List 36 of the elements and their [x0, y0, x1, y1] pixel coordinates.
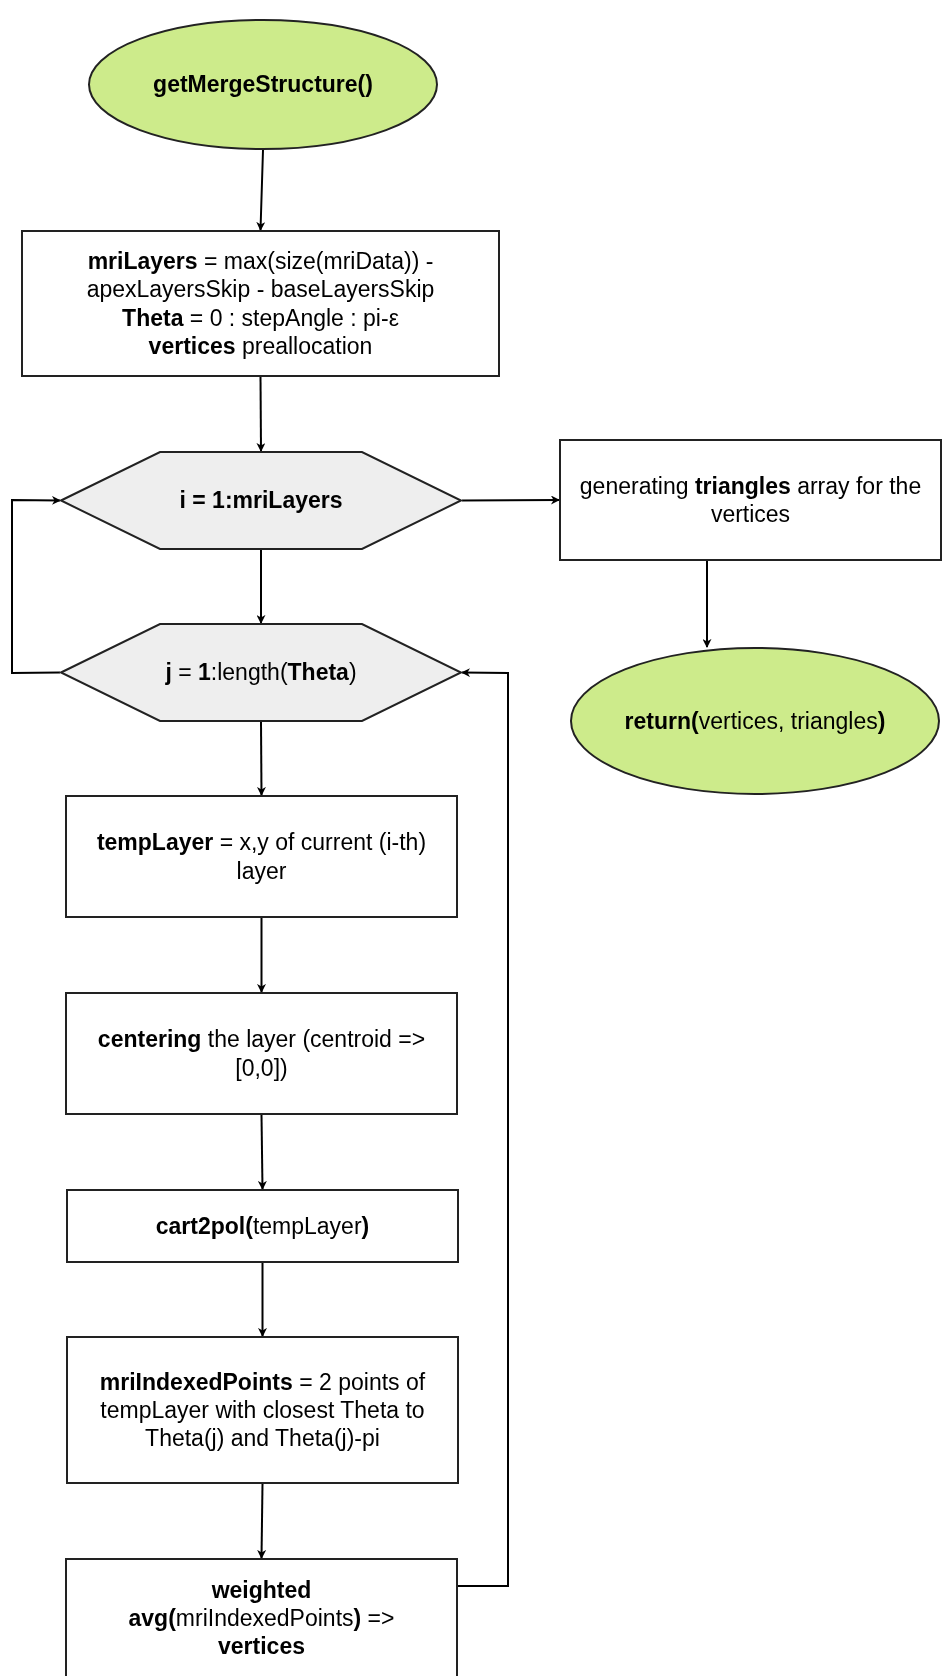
process-box: [66, 1189, 459, 1263]
process-box: [559, 439, 942, 561]
node-text: tempLayer = x,y of current (i-th) layer: [95, 828, 428, 885]
process-box: [21, 230, 500, 377]
process-box: [65, 795, 458, 918]
arrow: [702, 560, 712, 648]
arrow: [256, 149, 266, 231]
arrow: [461, 495, 560, 505]
arrow: [257, 1114, 267, 1190]
node-text: mriLayers = max(size(mriData)) - apexLayersSkip - baseLayersSkip: [85, 247, 436, 304]
node-text: generating triangles array for the vertices: [578, 471, 923, 529]
node-text: cart2pol(tempLayer): [155, 1211, 370, 1240]
arrow: [258, 1262, 267, 1337]
node-text: getMergeStructure(): [153, 70, 373, 99]
arrow: [11, 495, 61, 674]
node-text: Theta = 0 : stepAngle : pi-ε: [122, 303, 399, 332]
arrow: [457, 668, 509, 1587]
node-text: i = 1:mriLayers: [179, 486, 343, 515]
node-text: centering the layer (centroid => [0,0]): [96, 1025, 427, 1082]
process-box: [65, 992, 458, 1115]
node-text: weighted avg(mriIndexedPoints) => vertices: [127, 1575, 396, 1661]
loop-hexagon: [60, 451, 462, 550]
loop-hexagon: [60, 623, 462, 722]
arrow: [257, 917, 266, 993]
process-box: [66, 1336, 459, 1484]
terminal-ellipse: [570, 647, 940, 795]
arrow: [257, 1483, 267, 1559]
process-box: [65, 1558, 458, 1676]
terminal-ellipse: [88, 19, 438, 150]
node-text: mriIndexedPoints = 2 points of tempLayer with closest Theta to Theta(j) and Theta(j)-pi: [98, 1367, 427, 1453]
arrow: [256, 549, 266, 624]
node-text: vertices preallocation: [148, 331, 373, 360]
arrow: [256, 376, 266, 452]
node-text: return(vertices, triangles): [624, 706, 886, 735]
arrow: [256, 721, 266, 796]
node-text: j = 1:length(Theta): [165, 658, 357, 687]
